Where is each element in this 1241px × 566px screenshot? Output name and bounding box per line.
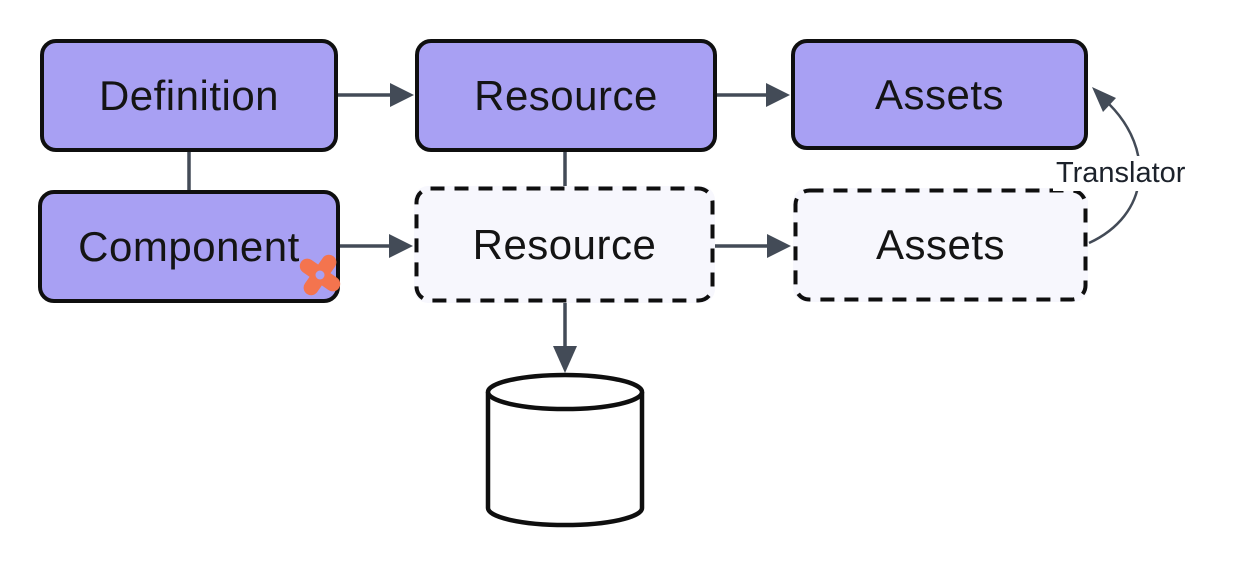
node-component-label: Component <box>78 222 300 270</box>
pinwheel-x-icon <box>299 254 341 296</box>
translator-label: Translator <box>1053 156 1189 191</box>
dashed-border <box>414 186 715 303</box>
node-resource: Resource <box>415 39 717 152</box>
database-cylinder <box>485 372 645 528</box>
dashed-border <box>793 188 1088 302</box>
node-component: Component <box>38 190 340 303</box>
arrow-ghost-resource-to-database <box>553 303 577 373</box>
node-assets-label: Assets <box>874 70 1005 118</box>
node-definition-label: Definition <box>98 71 280 119</box>
arrow-component-to-ghost-resource <box>340 234 413 258</box>
arrow-definition-to-resource <box>338 83 414 107</box>
arrow-ghost-resource-to-ghost-assets <box>715 234 791 258</box>
node-definition: Definition <box>40 39 338 152</box>
node-assets-ghost-label: Assets <box>875 221 1006 268</box>
node-assets: Assets <box>791 39 1088 150</box>
node-resource-label: Resource <box>474 71 658 119</box>
node-assets-ghost: Assets <box>793 188 1088 302</box>
arrow-resource-to-assets <box>717 83 790 107</box>
node-resource-ghost-label: Resource <box>472 220 657 268</box>
node-resource-ghost: Resource <box>414 186 715 303</box>
